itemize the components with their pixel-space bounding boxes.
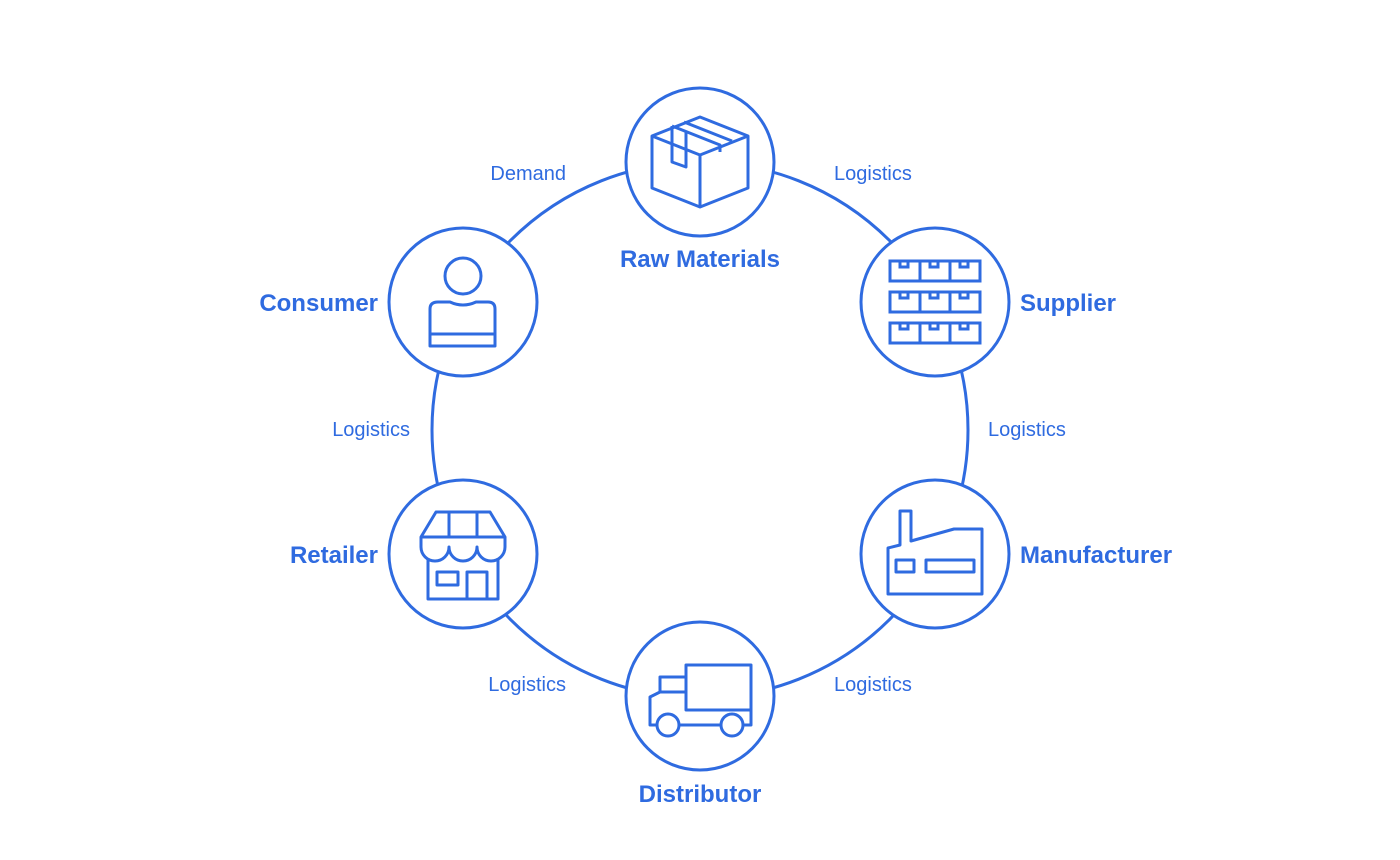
box-icon: [650, 115, 750, 209]
person-icon: [428, 256, 497, 348]
node-circle: [859, 478, 1011, 630]
node-label: Raw Materials: [620, 246, 780, 273]
edge-label: Logistics: [834, 674, 912, 696]
node-consumer: Consumer: [259, 226, 539, 378]
node-label: Consumer: [259, 290, 378, 317]
node-label: Distributor: [639, 781, 762, 808]
shelves-icon: [888, 259, 982, 345]
cycle-ring: [430, 160, 970, 700]
node-raw-materials: Raw Materials: [620, 86, 780, 273]
edge-label: Demand: [490, 163, 566, 185]
edge-label: Logistics: [332, 419, 410, 441]
node-label: Supplier: [1020, 290, 1116, 317]
node-manufacturer: Manufacturer: [859, 478, 1172, 630]
factory-icon: [886, 509, 984, 596]
node-circle: [387, 226, 539, 378]
node-circle: [859, 226, 1011, 378]
node-label: Retailer: [290, 542, 378, 569]
edge-label: Logistics: [988, 419, 1066, 441]
edge-label: Logistics: [488, 674, 566, 696]
store-icon: [419, 510, 507, 601]
node-retailer: Retailer: [290, 478, 539, 630]
truck-icon: [648, 663, 753, 738]
node-label: Manufacturer: [1020, 542, 1172, 569]
node-supplier: Supplier: [859, 226, 1116, 378]
node-circle: [387, 478, 539, 630]
edge-label: Logistics: [834, 163, 912, 185]
node-distributor: Distributor: [624, 620, 776, 808]
